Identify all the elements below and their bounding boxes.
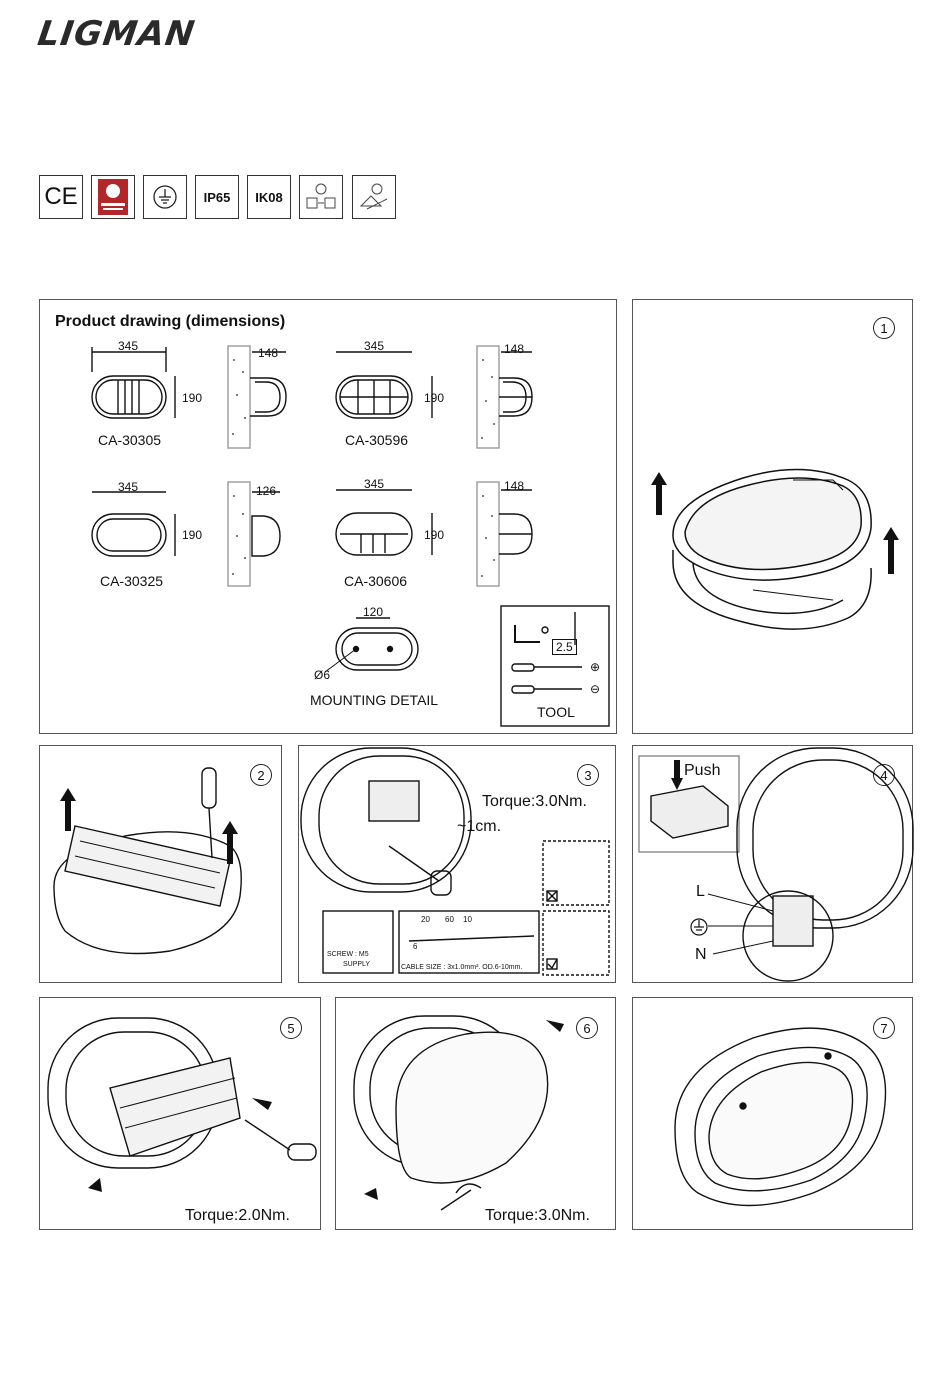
step-6-panel: 6 Torque:3.0Nm. <box>335 997 616 1230</box>
step-2-panel: 2 <box>39 745 282 983</box>
step-3-panel: 3 Torque:3.0Nm. ~1cm. SCREW : M5 SUPPLY … <box>298 745 616 983</box>
push-label: Push <box>684 762 721 779</box>
height-dim-a: 190 <box>182 391 203 405</box>
step-number: 3 <box>577 764 599 786</box>
open-cover-illustration <box>651 468 899 630</box>
earth-ground-icon <box>143 175 187 219</box>
step-number: 1 <box>873 317 895 339</box>
product-drawing-title: Product drawing (dimensions) <box>55 313 286 330</box>
mounting-hole: Ø6 <box>314 668 331 682</box>
strip-dim-10: 10 <box>463 915 472 924</box>
depth-dim-b: 148 <box>504 342 525 356</box>
step-number: 7 <box>873 1017 895 1039</box>
mounting-spacing: 120 <box>363 605 384 619</box>
step-5-panel: 5 Torque:2.0Nm. <box>39 997 321 1230</box>
model-code-c: CA-30325 <box>100 573 164 589</box>
quality-seal-icon <box>91 175 135 219</box>
step-number: 5 <box>280 1017 302 1039</box>
ce-mark-icon: CE <box>39 175 83 219</box>
step-number: 4 <box>873 764 895 786</box>
dimension-drawings <box>91 345 610 727</box>
mounting-detail-label: MOUNTING DETAIL <box>310 692 439 708</box>
strip-length-label: ~1cm. <box>457 818 502 835</box>
height-dim-c: 190 <box>182 528 203 542</box>
depth-dim-d: 148 <box>504 479 525 493</box>
phillips-icon: ⊕ <box>590 660 601 674</box>
step-number: 2 <box>250 764 272 786</box>
width-dim-c: 345 <box>118 480 139 494</box>
strip-dim-6: 6 <box>413 942 418 951</box>
screw-size-label: SCREW : M5 <box>327 951 369 958</box>
step-4-panel: 4 Push L N <box>632 745 914 983</box>
neutral-terminal-label: N <box>695 946 707 963</box>
width-dim-b: 345 <box>364 339 385 353</box>
model-code-d: CA-30606 <box>344 573 408 589</box>
torque-label: Torque:2.0Nm. <box>185 1207 290 1224</box>
model-code-b: CA-30596 <box>345 432 409 448</box>
reinstall-tray-illustration <box>47 1017 317 1192</box>
strip-dim-20: 20 <box>421 915 430 924</box>
depth-dim-a: 148 <box>258 346 279 360</box>
step-1-panel: 1 <box>632 299 913 734</box>
width-dim-a: 345 <box>118 339 139 353</box>
tool-label: TOOL <box>537 704 575 720</box>
torque-label: Torque:3.0Nm. <box>482 793 587 810</box>
step-7-panel: 7 <box>632 997 913 1230</box>
finished-fixture-illustration <box>674 1027 887 1207</box>
torque-label: Torque:3.0Nm. <box>485 1207 590 1224</box>
depth-dim-c: 126 <box>256 484 277 498</box>
product-drawing-panel: Product drawing (dimensions) <box>39 299 617 734</box>
strip-dim-60: 60 <box>445 915 454 924</box>
ik08-badge: IK08 <box>247 175 291 219</box>
cable-entry-illustration <box>300 747 610 976</box>
height-dim-d: 190 <box>424 528 445 542</box>
model-code-a: CA-30305 <box>98 432 162 448</box>
disposal-info-icon <box>352 175 396 219</box>
recycle-info-icon <box>299 175 343 219</box>
step-number: 6 <box>576 1017 598 1039</box>
screw-supply-label: SUPPLY <box>343 961 371 968</box>
width-dim-d: 345 <box>364 477 385 491</box>
wiring-illustration <box>638 747 914 982</box>
close-cover-illustration <box>353 1015 564 1211</box>
cable-size-label: CABLE SIZE : 3x1.0mm². OD.6-10mm. <box>401 964 523 971</box>
brand-logo: LIGMAN <box>35 14 198 54</box>
live-terminal-label: L <box>696 883 705 900</box>
height-dim-b: 190 <box>424 391 445 405</box>
ip65-badge: IP65 <box>195 175 239 219</box>
flathead-icon: ⊖ <box>590 682 601 696</box>
remove-gear-tray-illustration <box>53 767 242 955</box>
hex-key-size: 2.5 <box>552 639 577 655</box>
